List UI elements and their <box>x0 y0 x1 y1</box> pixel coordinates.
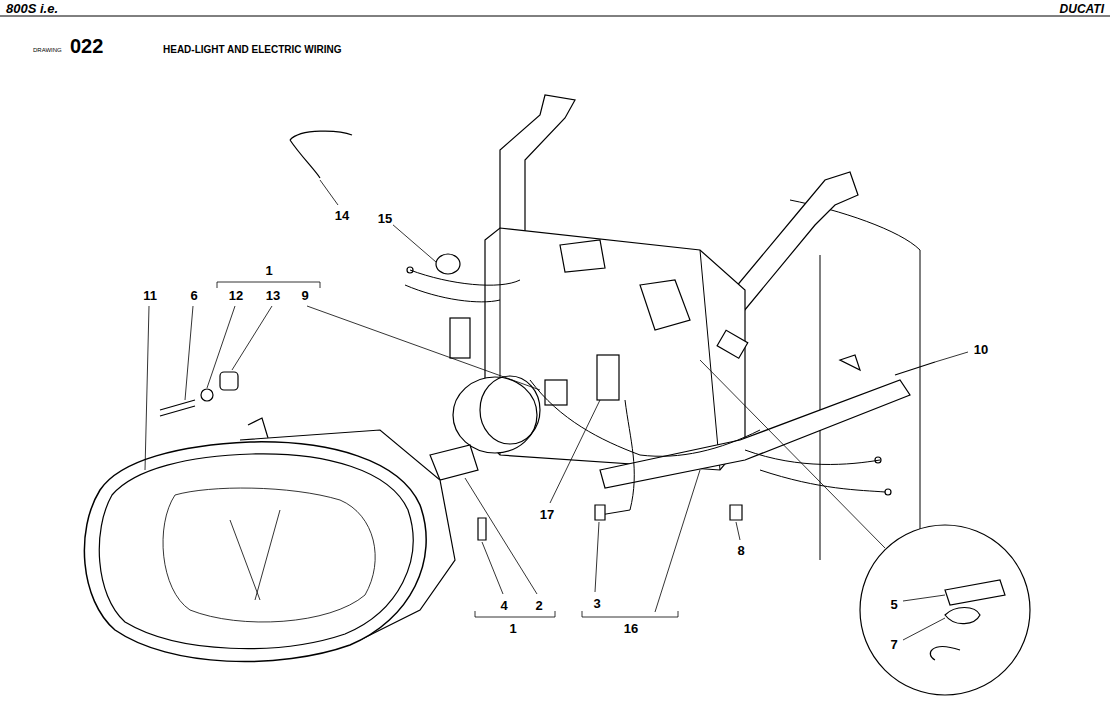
callout-number: 11 <box>142 289 158 302</box>
callout-number: 15 <box>377 212 393 225</box>
wiring-box-edge <box>500 228 720 470</box>
callout-number: 7 <box>889 638 898 651</box>
callout-number: 13 <box>265 289 281 302</box>
washer <box>201 389 213 401</box>
callout-number: 3 <box>592 597 601 610</box>
leader-lines <box>145 180 968 640</box>
callout-number: 9 <box>300 289 309 302</box>
wire-terminal <box>875 457 881 463</box>
bulb-cover <box>453 377 537 453</box>
rubber-bush <box>220 372 238 390</box>
clip <box>730 505 742 520</box>
callout-number: 5 <box>889 598 898 611</box>
bulb-cover-ring <box>480 376 540 444</box>
callout-number: 8 <box>736 544 745 557</box>
headlight-lens <box>84 442 426 662</box>
callout-number: 16 <box>623 622 639 635</box>
reflector <box>163 488 375 622</box>
connector <box>717 330 748 358</box>
connector <box>450 318 470 358</box>
frame-bar <box>600 380 910 488</box>
drawing-title: HEAD-LIGHT AND ELECTRIC WIRING <box>163 45 342 55</box>
screw <box>840 355 935 375</box>
grommet <box>436 254 460 274</box>
callout-number: 14 <box>334 209 350 222</box>
detail-circle <box>860 525 1030 695</box>
model-name: 800S i.e. <box>6 2 58 15</box>
callout-number: 6 <box>189 289 198 302</box>
callout-number: 1 <box>264 264 273 277</box>
bulb <box>430 445 478 480</box>
callout-number: 12 <box>228 289 244 302</box>
brand-name: DUCATI <box>1060 3 1104 15</box>
connector <box>597 355 619 400</box>
drawing-label: DRAWING <box>33 47 62 53</box>
wire <box>405 270 885 515</box>
bracket <box>560 240 690 330</box>
screw <box>160 400 195 416</box>
cable-tie <box>290 131 352 178</box>
bulb-small <box>595 505 605 520</box>
callout-number: 1 <box>508 622 517 635</box>
callout-number: 17 <box>539 508 555 521</box>
mount-tab <box>248 418 268 438</box>
header-rule <box>0 16 1110 17</box>
bulb-holder <box>478 518 486 540</box>
headlight-lens-inner <box>99 454 413 649</box>
callout-number: 4 <box>499 599 508 612</box>
wire-terminal <box>407 267 413 273</box>
wire-terminal <box>885 489 891 495</box>
callout-number: 2 <box>534 599 543 612</box>
drawing-number: 022 <box>70 36 103 56</box>
callout-number: 10 <box>973 343 989 356</box>
